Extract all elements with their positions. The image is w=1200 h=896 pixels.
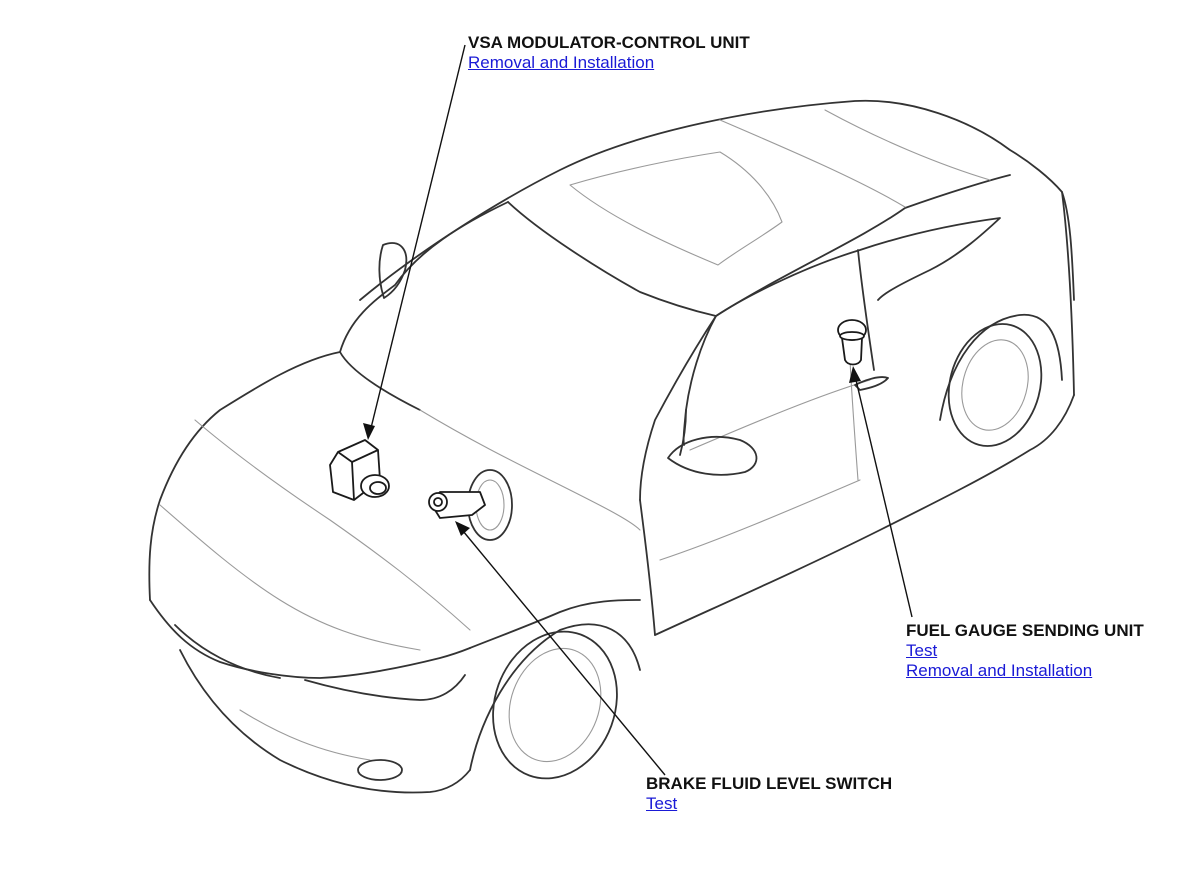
- brake-switch-part: [428, 469, 513, 541]
- brake-switch-test-link[interactable]: Test: [646, 794, 678, 813]
- fuel-gauge-title: FUEL GAUGE SENDING UNIT: [906, 621, 1144, 640]
- fuel-gauge-removal-installation-link[interactable]: Removal and Installation: [906, 661, 1093, 680]
- car-outline: [148, 99, 1075, 794]
- fuel-gauge-test-link[interactable]: Test: [906, 641, 938, 660]
- brake-switch-title: BRAKE FLUID LEVEL SWITCH: [646, 774, 893, 793]
- leader-line-vsa: [363, 44, 466, 440]
- fuel-gauge-callout: FUEL GAUGE SENDING UNIT Test Removal and…: [906, 621, 1144, 681]
- leader-line-brake: [455, 521, 666, 776]
- vsa-unit-callout: VSA MODULATOR-CONTROL UNIT Removal and I…: [468, 33, 750, 73]
- brake-switch-callout: BRAKE FLUID LEVEL SWITCH Test: [646, 774, 892, 814]
- vsa-removal-installation-link[interactable]: Removal and Installation: [468, 53, 655, 72]
- vsa-unit-part: [329, 439, 390, 501]
- leader-line-fuel: [849, 366, 913, 618]
- fuel-gauge-part: [837, 319, 867, 366]
- vsa-unit-title: VSA MODULATOR-CONTROL UNIT: [468, 33, 750, 52]
